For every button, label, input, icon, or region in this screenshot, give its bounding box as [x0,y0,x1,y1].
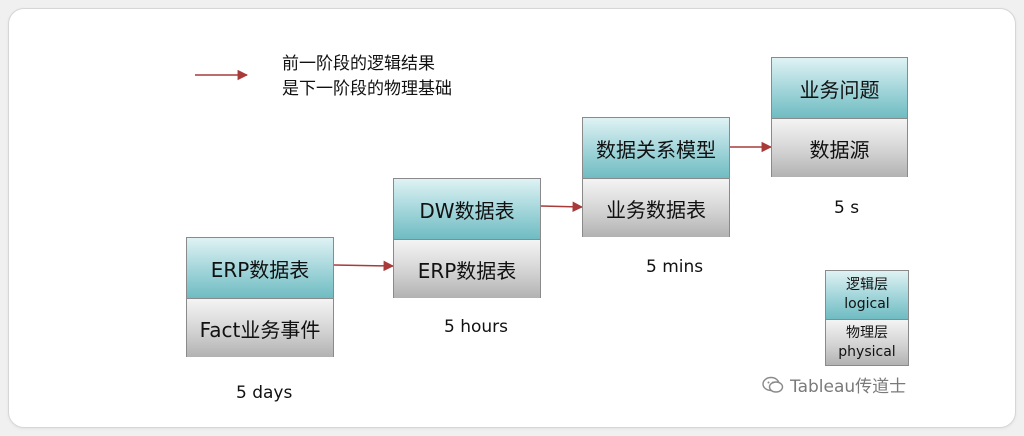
arrow-stage2-to-stage3 [540,201,584,213]
stage-2-physical: ERP数据表 [394,239,540,298]
stage-4-logical: 业务问题 [772,58,907,118]
layer-key: 逻辑层 logical 物理层 physical [825,270,909,366]
stage-1-physical: Fact业务事件 [187,298,333,357]
legend-line-2: 是下一阶段的物理基础 [282,79,452,99]
layer-key-logical: 逻辑层 logical [826,271,908,319]
stage-3-physical: 业务数据表 [583,178,729,237]
layer-key-physical-en: physical [838,343,896,360]
arrow-stage1-to-stage2 [333,260,395,272]
legend-line-1: 前一阶段的逻辑结果 [282,54,435,74]
layer-key-physical-cn: 物理层 [846,324,888,341]
layer-key-logical-en: logical [844,296,890,312]
layer-key-logical-cn: 逻辑层 [846,277,888,293]
stage-1-logical: ERP数据表 [187,238,333,298]
legend-caption: 前一阶段的逻辑结果 是下一阶段的物理基础 [282,52,492,102]
stage-4-box: 业务问题 数据源 [771,57,908,177]
stage-1-time: 5 days [236,383,293,403]
stage-4-physical: 数据源 [772,118,907,177]
stage-1-box: ERP数据表 Fact业务事件 [186,237,334,357]
stage-3-box: 数据关系模型 业务数据表 [582,117,730,237]
stage-3-time: 5 mins [646,257,704,277]
stage-2-time: 5 hours [444,317,509,337]
wechat-icon [762,376,784,393]
stage-2-logical: DW数据表 [394,179,540,239]
stage-2-box: DW数据表 ERP数据表 [393,178,541,298]
watermark: Tableau传道士 [762,372,906,397]
layer-key-physical: 物理层 physical [826,319,908,365]
stage-3-logical: 数据关系模型 [583,118,729,178]
watermark-text: Tableau传道士 [790,377,907,397]
stage-4-time: 5 s [834,198,860,218]
